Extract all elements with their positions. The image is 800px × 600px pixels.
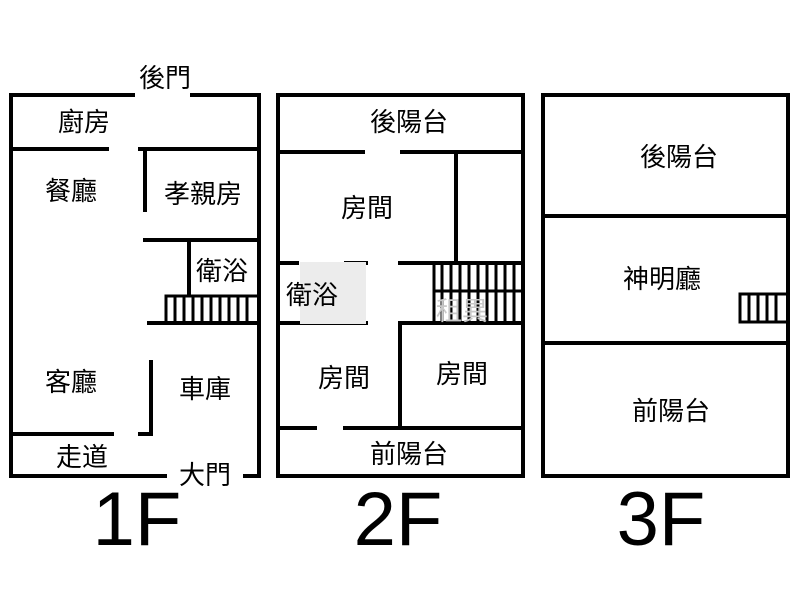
label-1f-living: 客廳: [45, 368, 97, 398]
floor-label-3f: 3F: [617, 477, 706, 562]
label-2f-bathroom: 衛浴: [286, 281, 338, 311]
floor-1-stairs: [164, 294, 261, 324]
floor-2-stairs: [432, 261, 525, 325]
label-1f-kitchen: 廚房: [58, 108, 110, 138]
floor-3-stairs: [738, 292, 790, 324]
label-1f-front-door: 大門: [179, 461, 231, 491]
label-2f-room-bottom-right: 房間: [436, 360, 488, 390]
label-3f-shrine-hall: 神明廳: [623, 265, 701, 295]
label-2f-room-bottom-left: 房間: [318, 364, 370, 394]
floor-label-2f: 2F: [354, 477, 443, 562]
label-1f-bathroom: 衛浴: [196, 257, 248, 287]
watermark: 租異: [300, 262, 488, 327]
label-1f-back-door: 後門: [139, 64, 191, 94]
floor-3-walls: [541, 93, 790, 478]
label-3f-front-balcony: 前陽台: [632, 397, 710, 427]
label-2f-front-balcony: 前陽台: [370, 440, 448, 470]
label-2f-back-balcony: 後陽台: [370, 108, 448, 138]
label-1f-corridor: 走道: [56, 443, 108, 473]
label-2f-room-top: 房間: [341, 194, 393, 224]
label-1f-garage: 車庫: [179, 375, 231, 405]
label-1f-parents-room: 孝親房: [164, 180, 242, 210]
label-1f-dining: 餐廳: [45, 177, 97, 207]
watermark-text: 租異: [436, 297, 488, 327]
floor-2-walls: [276, 93, 525, 478]
floor-label-1f: 1F: [93, 477, 182, 562]
label-3f-back-balcony: 後陽台: [640, 143, 718, 173]
